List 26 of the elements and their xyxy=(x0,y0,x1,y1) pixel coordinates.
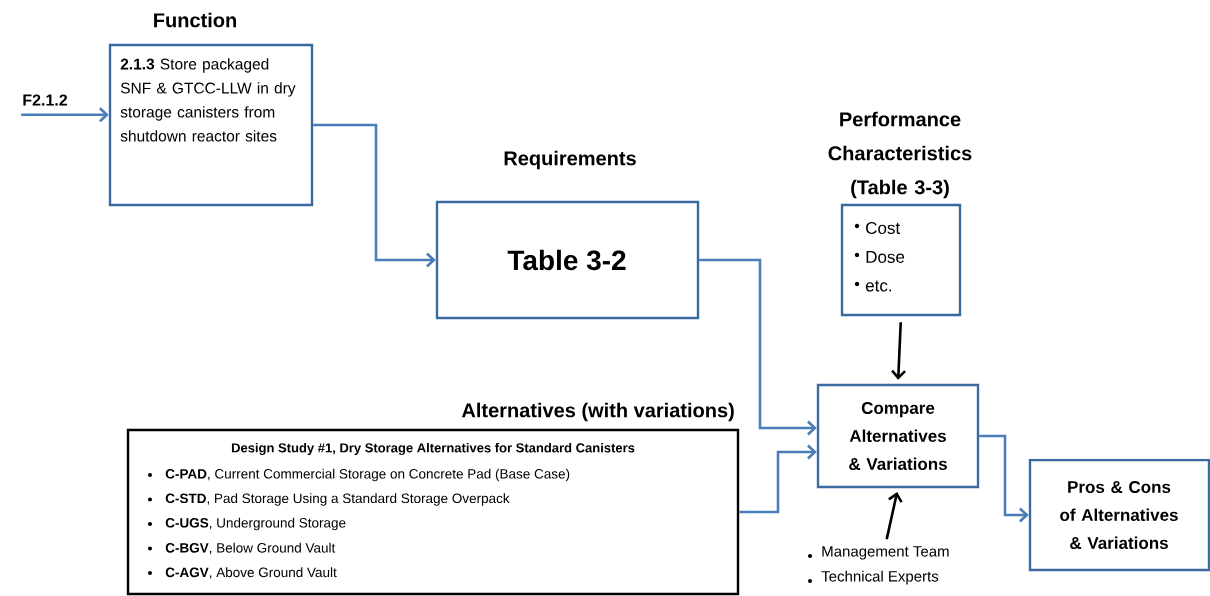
list-item: C-UGS, Underground Storage xyxy=(148,517,346,531)
heading: Function xyxy=(154,12,236,28)
heading: Requirements xyxy=(504,150,636,170)
arrow xyxy=(313,123,436,268)
list-item: C-STD, Pad Storage Using a Standard Storage Overpack xyxy=(148,493,510,506)
arrow xyxy=(979,434,1029,523)
box-label: Compare Alternatives & Variations xyxy=(849,401,947,470)
function-description: 2.1.3 Store packaged SNF & GTCC-LLW in dry storage canisters from shutdown reactor sites xyxy=(120,58,296,142)
box-label: Pros & Cons of Alternatives & Variations xyxy=(1060,480,1178,549)
arrow xyxy=(21,107,109,123)
list-item: C-PAD, Current Commercial Storage on Concrete Pad (Base Case) xyxy=(148,468,570,482)
arrow xyxy=(885,492,903,540)
input-label: F2.1.2 xyxy=(23,94,68,106)
list-item: C-BGV, Below Ground Vault xyxy=(148,542,336,555)
arrow xyxy=(739,444,817,514)
list-title: Design Study #1, Dry Storage Alternatives for Standard Canisters xyxy=(231,442,635,456)
list-item: Cost xyxy=(854,221,901,234)
list-item: etc. xyxy=(854,280,892,292)
heading: Performance Characteristics (Table 3-3) xyxy=(828,111,972,199)
list-item: C-AGV, Above Ground Vault xyxy=(148,567,337,579)
list: Management Team Technical Experts xyxy=(821,546,949,585)
box-label: Table 3-2 xyxy=(507,249,626,271)
arrow xyxy=(891,322,906,380)
arrow xyxy=(699,258,817,436)
heading: Alternatives (with variations) xyxy=(461,402,734,422)
list-item: Dose xyxy=(854,251,905,263)
